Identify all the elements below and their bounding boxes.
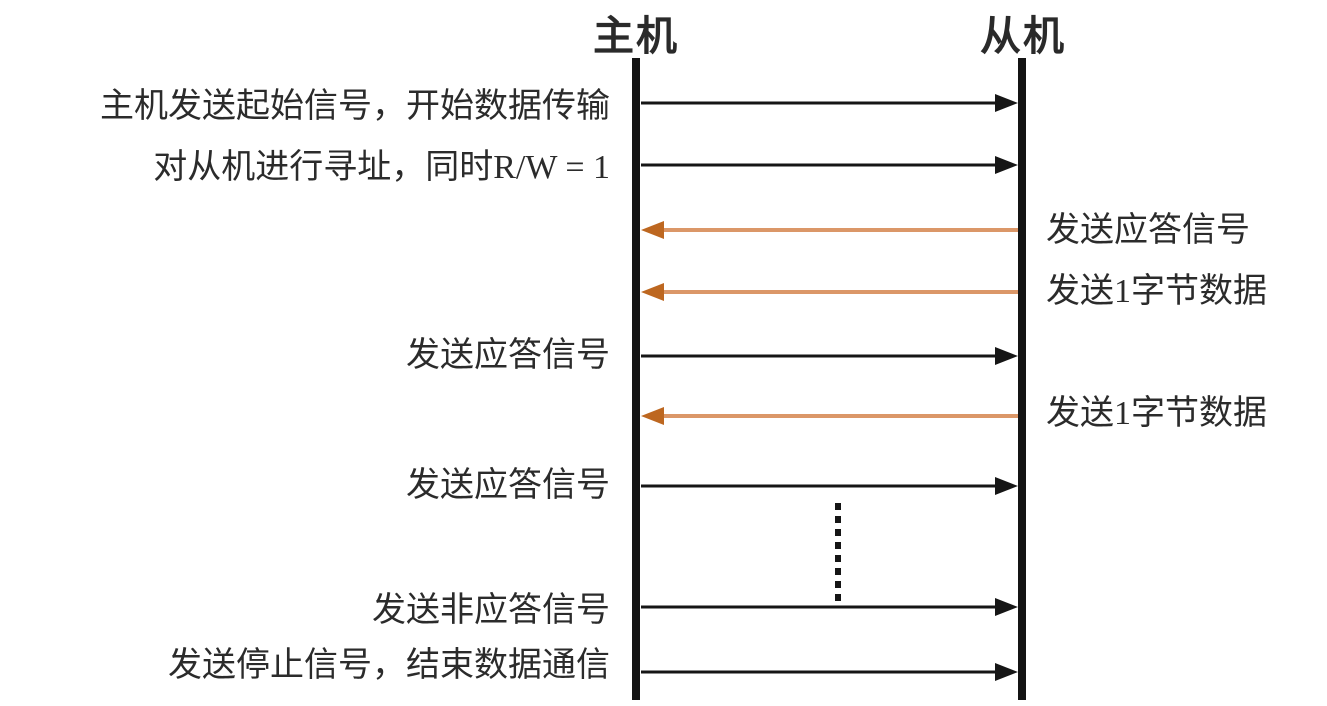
step-label-address: 对从机进行寻址，同时R/W = 1 xyxy=(153,149,610,186)
arrow-head-left-icon xyxy=(641,221,664,239)
arrow-shaft xyxy=(657,414,1018,418)
arrow-shaft xyxy=(641,670,1002,674)
step-label-slave-ack: 发送应答信号 xyxy=(1046,212,1250,249)
lifeline-master xyxy=(632,58,640,700)
arrow-shaft xyxy=(657,290,1018,294)
arrow-head-left-icon xyxy=(641,407,664,425)
arrow-slave-ack xyxy=(641,219,1018,241)
step-label-nack: 发送非应答信号 xyxy=(372,592,610,629)
arrow-addressing xyxy=(641,154,1018,176)
arrow-head-right-icon xyxy=(995,156,1018,174)
arrow-shaft xyxy=(657,228,1018,232)
actor-title-slave: 从机 xyxy=(980,13,1066,59)
step-label-ack-2: 发送应答信号 xyxy=(406,467,610,504)
arrow-head-right-icon xyxy=(995,94,1018,112)
arrow-shaft xyxy=(641,354,1002,358)
step-label-slave-byte-2: 发送1字节数据 xyxy=(1046,395,1267,432)
arrow-shaft xyxy=(641,484,1002,488)
step-label-ack-1: 发送应答信号 xyxy=(406,337,610,374)
arrow-slave-byte-2 xyxy=(641,405,1018,427)
arrow-shaft xyxy=(641,605,1002,609)
arrow-master-ack-1 xyxy=(641,345,1018,367)
arrow-master-nack xyxy=(641,596,1018,618)
arrow-shaft xyxy=(641,163,1002,167)
step-label-stop: 发送停止信号，结束数据通信 xyxy=(168,647,610,684)
arrow-head-right-icon xyxy=(995,477,1018,495)
actor-title-master: 主机 xyxy=(593,13,679,59)
arrow-start-signal xyxy=(641,92,1018,114)
lifeline-slave xyxy=(1018,58,1026,700)
arrow-head-right-icon xyxy=(995,598,1018,616)
step-label-slave-byte-1: 发送1字节数据 xyxy=(1046,273,1267,310)
arrow-stop-signal xyxy=(641,661,1018,683)
arrow-head-left-icon xyxy=(641,283,664,301)
ellipsis-dotted-line-icon xyxy=(835,503,841,603)
arrow-head-right-icon xyxy=(995,347,1018,365)
arrow-slave-byte-1 xyxy=(641,281,1018,303)
arrow-head-right-icon xyxy=(995,663,1018,681)
arrow-shaft xyxy=(641,101,1002,105)
step-label-start: 主机发送起始信号，开始数据传输 xyxy=(100,88,610,125)
arrow-master-ack-2 xyxy=(641,475,1018,497)
